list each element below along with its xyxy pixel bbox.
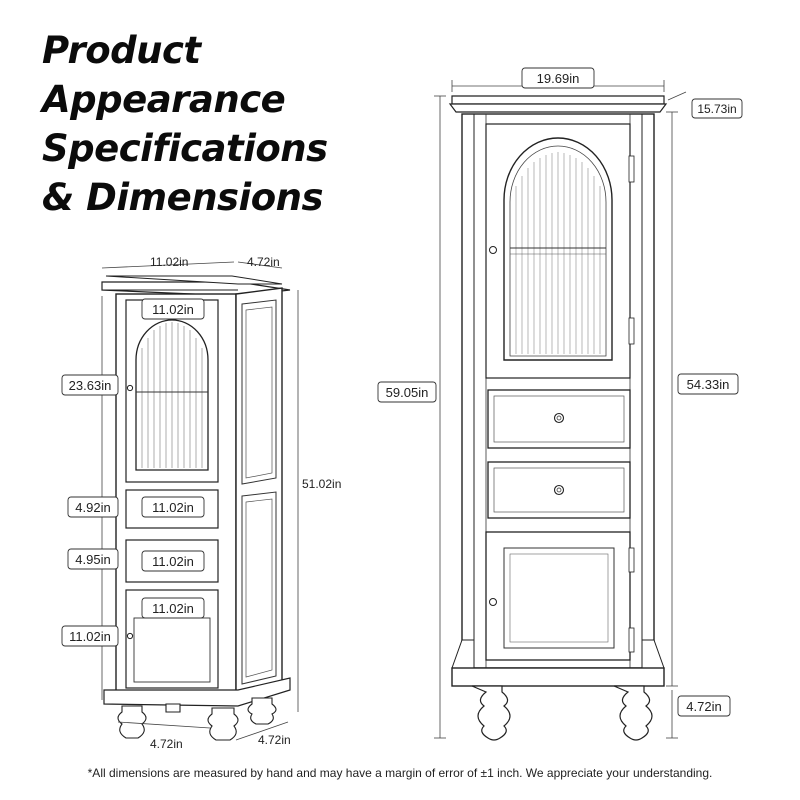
- small-door-height-label: 23.63in: [69, 378, 112, 393]
- small-cabinet-illustration: [101, 275, 291, 741]
- small-drawer1-height-label: 4.92in: [75, 500, 110, 515]
- small-top-depth-label: 4.72in: [247, 255, 280, 269]
- large-width-label: 19.69in: [537, 71, 580, 86]
- small-lower-door-width-label: 11.02in: [152, 601, 194, 616]
- large-leg-height-label: 4.72in: [686, 699, 721, 714]
- small-lower-door-height-label: 11.02in: [69, 629, 111, 644]
- small-drawer1-width-label: 11.02in: [152, 500, 194, 515]
- page-title: Product Appearance Specifications & Dime…: [42, 26, 362, 222]
- small-bottom-depth-label: 4.72in: [258, 733, 291, 747]
- large-body-height-label: 54.33in: [687, 377, 730, 392]
- large-cabinet-illustration: [448, 95, 668, 741]
- small-bottom-width-label: 4.72in: [150, 737, 183, 751]
- small-top-width-label: 11.02in: [150, 255, 188, 269]
- title-line-2: Appearance: [42, 78, 286, 121]
- title-line-4: & Dimensions: [42, 176, 324, 219]
- large-depth-label: 15.73in: [697, 102, 736, 116]
- small-total-height-label: 51.02in: [302, 477, 341, 491]
- small-door-width-label: 11.02in: [152, 302, 194, 317]
- large-cabinet-dimension-lines: [434, 80, 687, 739]
- footnote: *All dimensions are measured by hand and…: [87, 766, 713, 780]
- small-drawer2-width-label: 11.02in: [152, 554, 194, 569]
- large-total-height-label: 59.05in: [386, 385, 429, 400]
- title-line-3: Specifications: [42, 127, 328, 170]
- title-line-1: Product: [42, 29, 201, 72]
- small-drawer2-height-label: 4.95in: [75, 552, 110, 567]
